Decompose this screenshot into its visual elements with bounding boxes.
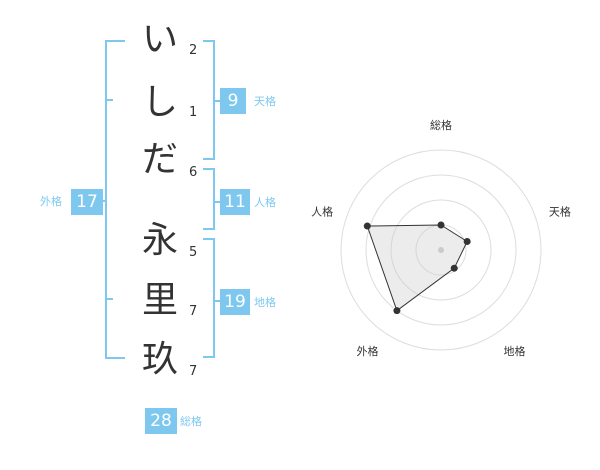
- chikaku-label: 地格: [254, 296, 276, 309]
- radar-point: [450, 264, 458, 272]
- radar-area: [366, 224, 468, 312]
- radar-axis-label: 地格: [503, 344, 525, 358]
- soukaku-value: 28: [145, 408, 177, 434]
- radar-ring: [340, 149, 542, 351]
- name-char-3: だ: [141, 139, 178, 180]
- radar-ring: [365, 174, 517, 326]
- stroke-count-1: 2: [189, 43, 198, 58]
- radar-axis-label: 総格: [430, 118, 452, 132]
- stroke-count-3: 6: [189, 165, 198, 180]
- stroke-count-6: 7: [189, 364, 198, 379]
- name-char-1: い: [141, 19, 178, 60]
- gaikaku-label: 外格: [40, 195, 62, 208]
- radar-axis-label: 天格: [549, 204, 571, 218]
- tenkaku-label: 天格: [254, 95, 276, 108]
- name-char-5: 里: [141, 280, 178, 321]
- jinkaku-label: 人格: [254, 196, 276, 209]
- radar-point: [463, 238, 471, 246]
- radar-point: [437, 221, 445, 229]
- radar-point: [393, 307, 401, 315]
- stroke-count-2: 1: [189, 105, 198, 120]
- soukaku-label: 総格: [180, 415, 202, 428]
- radar-center: [438, 247, 444, 253]
- radar-ring: [390, 199, 492, 301]
- chikaku-value: 19: [220, 289, 250, 315]
- gaikaku-value: 17: [71, 189, 103, 215]
- stroke-count-4: 5: [189, 245, 198, 260]
- radar-point: [363, 222, 371, 230]
- stroke-count-5: 7: [189, 304, 198, 319]
- name-char-4: 永: [141, 220, 178, 261]
- name-char-6: 玖: [141, 339, 178, 380]
- jinkaku-value: 11: [220, 189, 250, 215]
- tenkaku-value: 9: [220, 88, 246, 114]
- radar-axis-label: 外格: [357, 344, 379, 358]
- name-char-2: し: [141, 82, 178, 123]
- radar-axis-label: 人格: [311, 204, 333, 218]
